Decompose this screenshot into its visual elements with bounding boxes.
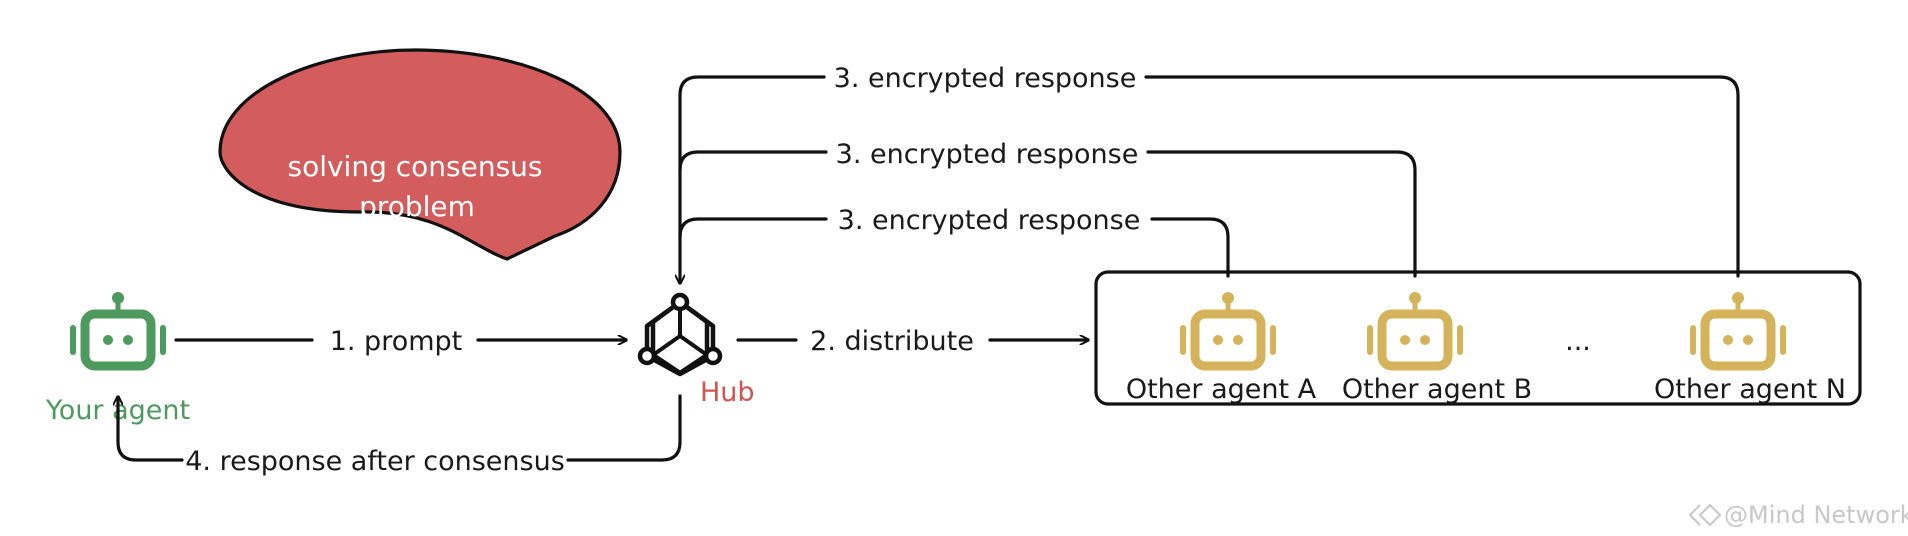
robot-icon <box>1690 292 1786 366</box>
agent-n-label: Other agent N <box>1654 374 1846 405</box>
speech-bubble: solving consensus problem <box>218 48 622 261</box>
other-agents-group: Other agent A Other agent B ... Other ag… <box>1094 270 1862 406</box>
other-agent-a: Other agent A <box>1126 292 1317 405</box>
hub-label: Hub <box>700 377 755 408</box>
other-agent-n: Other agent N <box>1654 292 1846 405</box>
edge-distribute-label: 2. distribute <box>810 326 974 357</box>
edge-response-a-label: 3. encrypted response <box>838 205 1141 236</box>
edge-prompt: 1. prompt <box>174 326 626 357</box>
edge-response-n-label: 3. encrypted response <box>834 63 1137 94</box>
robot-icon <box>1180 292 1276 366</box>
robot-icon <box>70 292 166 366</box>
watermark-text: @Mind Network <box>1724 501 1908 529</box>
ellipsis-label: ... <box>1565 326 1591 357</box>
robot-icon <box>1367 292 1463 366</box>
bubble-text-line2: problem <box>359 190 475 223</box>
edge-final-label: 4. response after consensus <box>185 446 565 477</box>
agent-b-label: Other agent B <box>1342 374 1532 405</box>
edge-response-a: 3. encrypted response <box>678 205 1230 278</box>
edge-response-b: 3. encrypted response <box>678 139 1417 278</box>
edge-response-b-label: 3. encrypted response <box>836 139 1139 170</box>
edge-prompt-label: 1. prompt <box>330 326 463 357</box>
hub-network-icon <box>637 292 723 377</box>
watermark: @Mind Network <box>1689 501 1908 529</box>
mind-network-logo-icon <box>1689 503 1722 527</box>
edge-distribute: 2. distribute <box>736 326 1088 357</box>
other-agent-b: Other agent B <box>1342 292 1532 405</box>
edge-final-response: 4. response after consensus <box>118 394 682 477</box>
hub-node: Hub <box>637 292 755 408</box>
edge-response-n: 3. encrypted response <box>680 63 1740 283</box>
bubble-text-line1: solving consensus <box>287 150 542 183</box>
agent-a-label: Other agent A <box>1126 374 1317 405</box>
